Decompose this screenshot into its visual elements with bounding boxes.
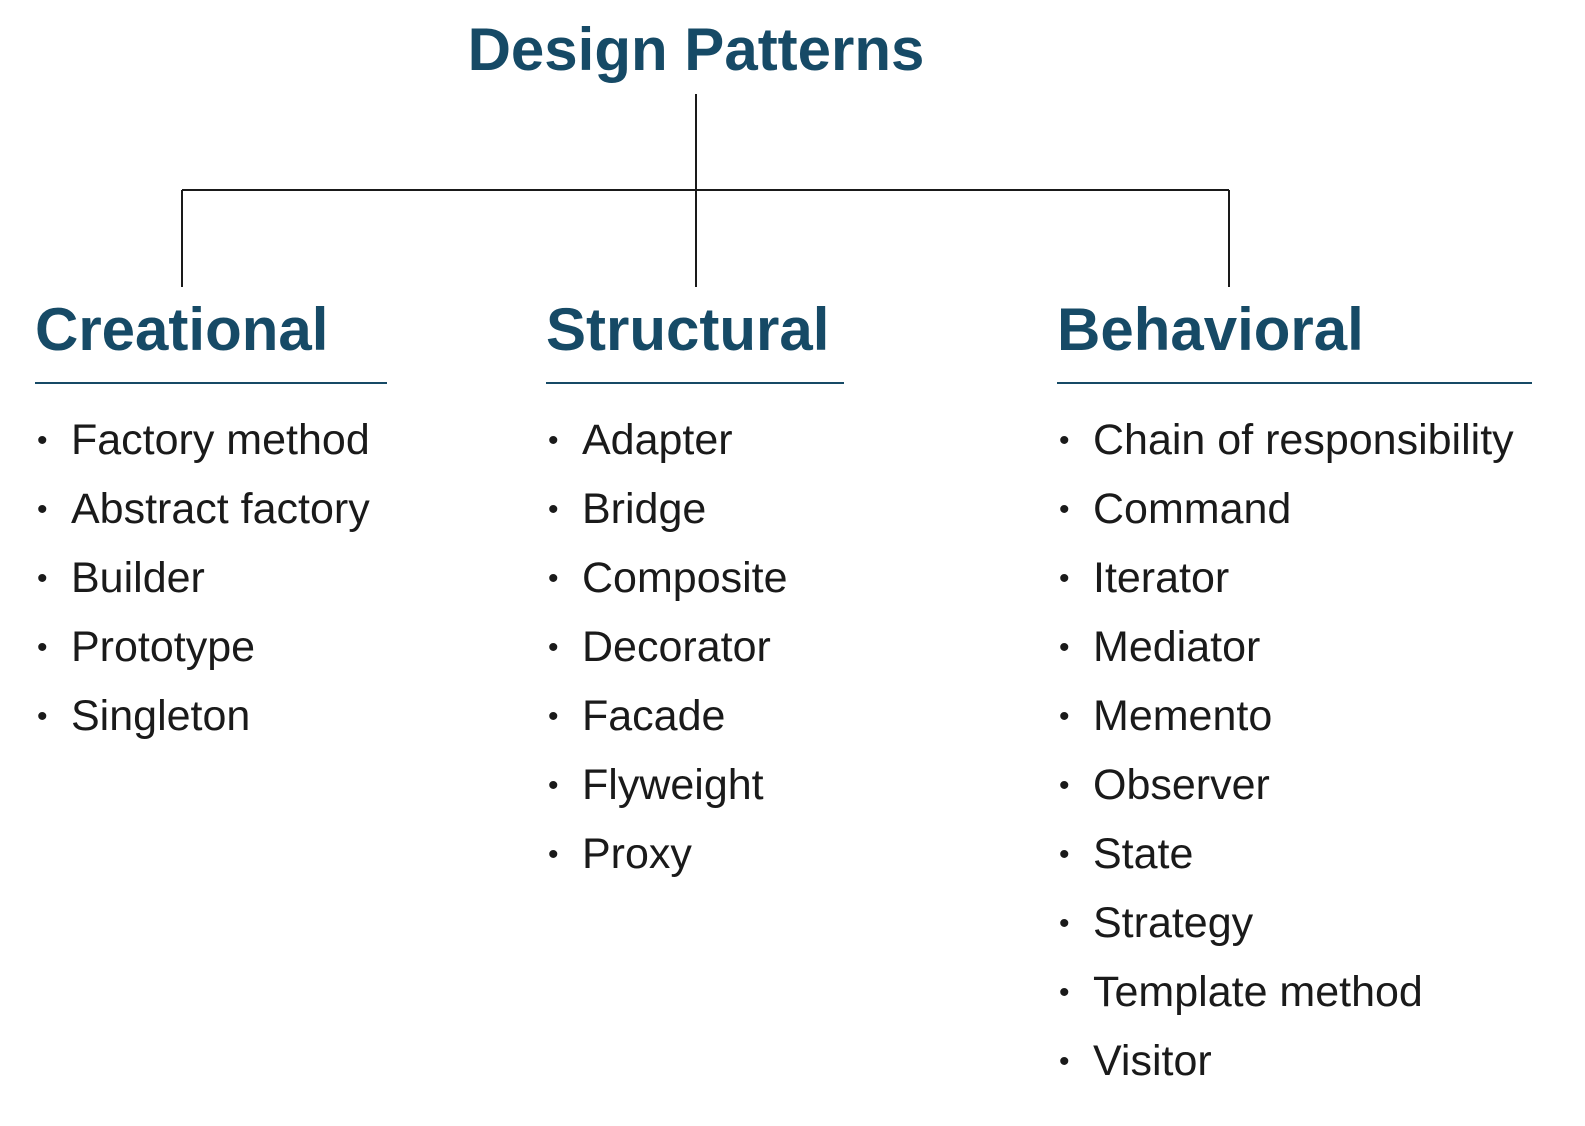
bullet-icon: • [37, 424, 48, 457]
list-item: • Visitor [1057, 1027, 1532, 1096]
pattern-name: Composite [582, 554, 788, 602]
list-item: • Mediator [1057, 613, 1532, 682]
pattern-name: Template method [1093, 968, 1423, 1016]
list-item: • Factory method [35, 406, 387, 475]
pattern-name: Abstract factory [71, 485, 370, 533]
bullet-icon: • [548, 700, 559, 733]
bullet-icon: • [548, 631, 559, 664]
bullet-icon: • [548, 493, 559, 526]
diagram-title: Design Patterns [467, 16, 925, 83]
list-item: • Command [1057, 475, 1532, 544]
bullet-icon: • [37, 700, 48, 733]
bullet-icon: • [1059, 493, 1070, 526]
category-creational: Creational • Factory method • Abstract fac… [35, 292, 387, 751]
bullet-icon: • [1059, 700, 1070, 733]
category-structural: Structural • Adapter • Bridge • Composite •… [546, 292, 844, 889]
pattern-name: Iterator [1093, 554, 1230, 602]
heading-underline [546, 382, 844, 384]
pattern-name: Flyweight [582, 761, 764, 809]
list-item: • Memento [1057, 682, 1532, 751]
bullet-icon: • [1059, 838, 1070, 871]
pattern-name: Command [1093, 485, 1292, 533]
bullet-icon: • [37, 631, 48, 664]
pattern-name: Mediator [1093, 623, 1261, 671]
pattern-name: Singleton [71, 692, 251, 740]
pattern-list: • Chain of responsibility • Command • Itera… [1057, 406, 1532, 1096]
pattern-name: Builder [71, 554, 205, 602]
pattern-list: • Factory method • Abstract factory • Build… [35, 406, 387, 751]
pattern-name: Factory method [71, 416, 370, 464]
pattern-list: • Adapter • Bridge • Composite • Decorator •… [546, 406, 844, 889]
bullet-icon: • [1059, 976, 1070, 1009]
list-item: • Facade [546, 682, 844, 751]
pattern-name: Visitor [1093, 1037, 1212, 1085]
bullet-icon: • [1059, 907, 1070, 940]
pattern-name: Decorator [582, 623, 771, 671]
pattern-name: Strategy [1093, 899, 1254, 947]
list-item: • Builder [35, 544, 387, 613]
category-behavioral: Behavioral • Chain of responsibility • Com… [1057, 292, 1532, 1096]
list-item: • Decorator [546, 613, 844, 682]
bullet-icon: • [37, 562, 48, 595]
bullet-icon: • [1059, 424, 1070, 457]
pattern-name: Adapter [582, 416, 733, 464]
list-item: • Proxy [546, 820, 844, 889]
list-item: • State [1057, 820, 1532, 889]
list-item: • Iterator [1057, 544, 1532, 613]
category-heading: Behavioral [1057, 296, 1364, 363]
heading-underline [1057, 382, 1532, 384]
list-item: • Composite [546, 544, 844, 613]
bullet-icon: • [1059, 562, 1070, 595]
category-heading: Creational [35, 296, 329, 363]
bullet-icon: • [1059, 631, 1070, 664]
pattern-name: State [1093, 830, 1194, 878]
list-item: • Adapter [546, 406, 844, 475]
list-item: • Prototype [35, 613, 387, 682]
list-item: • Chain of responsibility [1057, 406, 1532, 475]
pattern-name: Memento [1093, 692, 1273, 740]
pattern-name: Proxy [582, 830, 692, 878]
list-item: • Strategy [1057, 889, 1532, 958]
pattern-name: Bridge [582, 485, 707, 533]
bullet-icon: • [1059, 1045, 1070, 1078]
list-item: • Bridge [546, 475, 844, 544]
pattern-name: Facade [582, 692, 726, 740]
bullet-icon: • [548, 769, 559, 802]
heading-underline [35, 382, 387, 384]
list-item: • Template method [1057, 958, 1532, 1027]
bullet-icon: • [37, 493, 48, 526]
bullet-icon: • [548, 562, 559, 595]
bullet-icon: • [1059, 769, 1070, 802]
category-heading: Structural [546, 296, 830, 363]
bullet-icon: • [548, 424, 559, 457]
list-item: • Observer [1057, 751, 1532, 820]
pattern-name: Observer [1093, 761, 1270, 809]
bullet-icon: • [548, 838, 559, 871]
list-item: • Singleton [35, 682, 387, 751]
list-item: • Abstract factory [35, 475, 387, 544]
pattern-name: Chain of responsibility [1093, 416, 1514, 464]
pattern-name: Prototype [71, 623, 256, 671]
list-item: • Flyweight [546, 751, 844, 820]
